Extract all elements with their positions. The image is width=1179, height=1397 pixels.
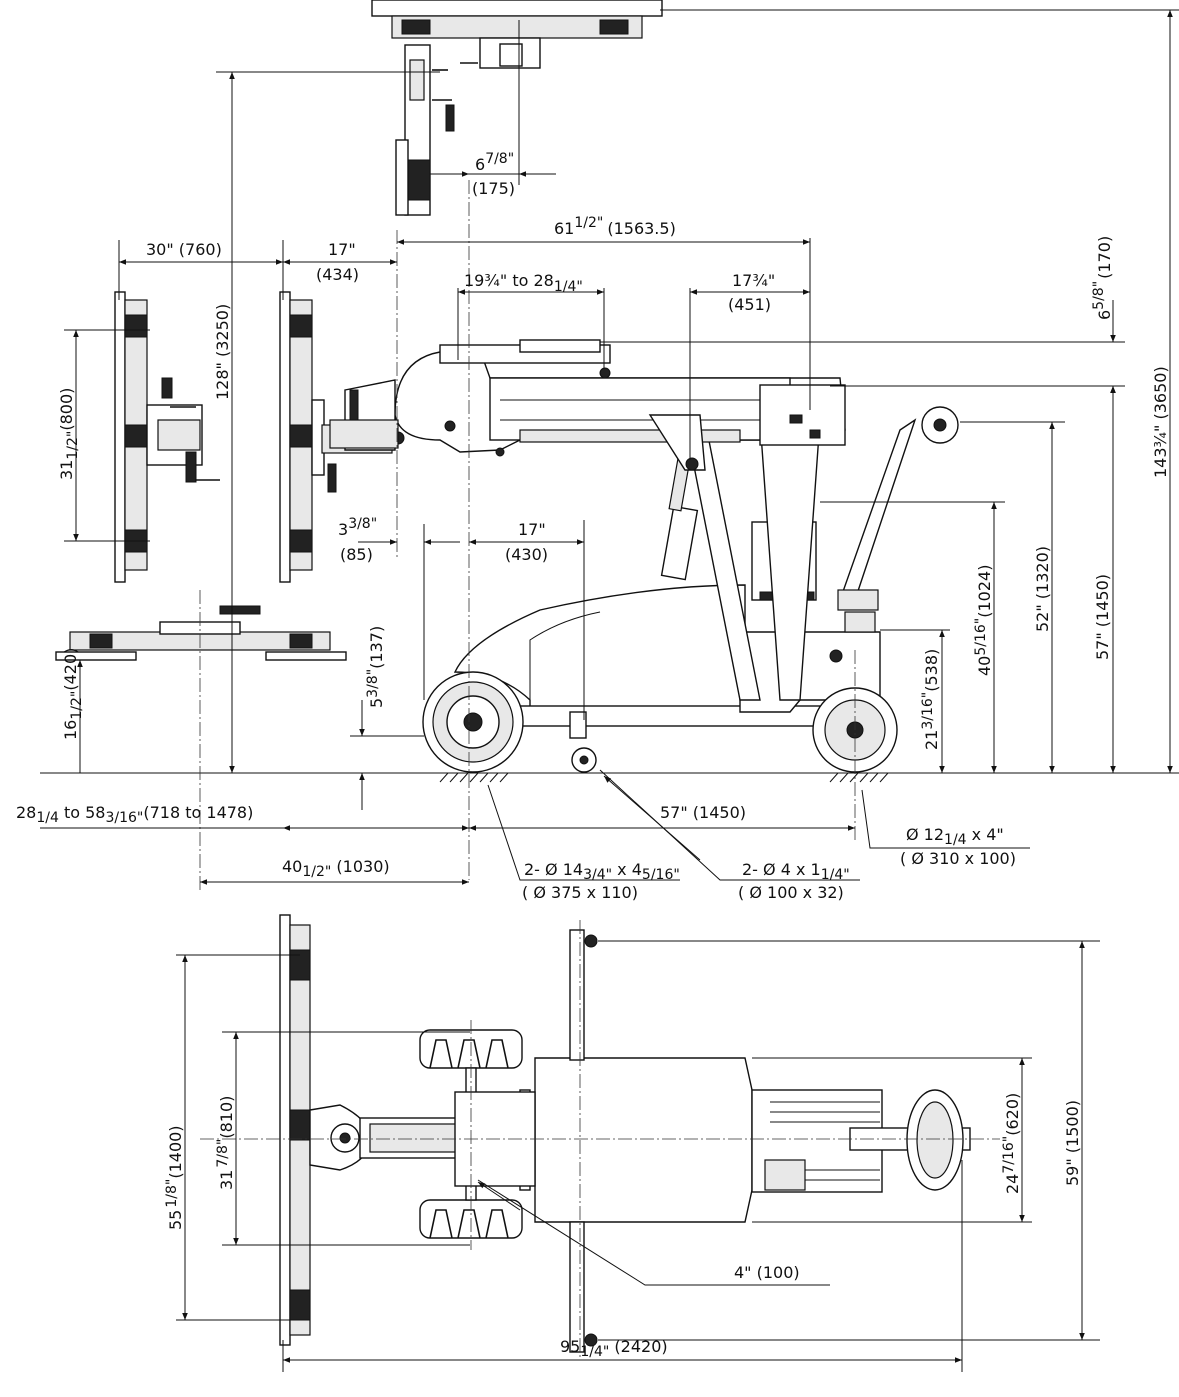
dim-17-434: 17" xyxy=(328,240,356,259)
dim-24-7-16: 247/16"(620) xyxy=(1001,1093,1022,1194)
dim-143-3-4: 143¾" (3650) xyxy=(1151,366,1170,478)
dim-31-1-2: 311/2"(800) xyxy=(57,388,81,480)
ground-hatch-rear xyxy=(829,772,889,783)
dim-55-1-8: 551/8"(1400) xyxy=(164,1125,185,1230)
dim-19-28: 19¾" to 281/4" xyxy=(464,271,583,295)
dim-3-3-8: 33/8" xyxy=(338,516,377,539)
dim-40-1-2: 401/2" (1030) xyxy=(282,857,390,880)
dim-61-1-2: 611/2"(1563.5) xyxy=(554,215,676,238)
dim-caster-wheel-mm: ( Ø 100 x 32) xyxy=(738,883,844,902)
dim-front-wheel-size: 2- Ø 143/4" x 45/16" xyxy=(524,860,680,883)
dim-17-3-4-mm: (451) xyxy=(728,295,771,314)
dim-5-3-8: 53/8"(137) xyxy=(365,626,386,708)
caster-wheel xyxy=(569,711,597,773)
front-wheel xyxy=(422,671,524,773)
dim-128-3250: 128" (3250) xyxy=(213,304,232,400)
dim-31-7-8: 317/8"(810) xyxy=(215,1096,236,1190)
dim-30-760: 30" (760) xyxy=(146,240,222,259)
dim-rear-wheel-mm: ( Ø 310 x 100) xyxy=(900,849,1016,868)
dim-59-1500: 59" (1500) xyxy=(1063,1100,1082,1186)
dim-3-3-8-mm: (85) xyxy=(340,545,373,564)
dim-40-5-16: 405/16"(1024) xyxy=(973,565,994,676)
dim-6-5-8: 65/8"(170) xyxy=(1091,236,1114,320)
dim-17-434-mm: (434) xyxy=(316,265,359,284)
suction-frame-horizontal xyxy=(55,605,347,661)
dim-4-100: 4" (100) xyxy=(734,1263,800,1282)
top-view: 551/8"(1400) 317/8"(810) 247/16"(620) 59… xyxy=(164,914,1100,1372)
dim-21-3-16: 213/16"(538) xyxy=(920,649,941,750)
dim-caster-wheel-size: 2- Ø 4 x 11/4" xyxy=(742,860,850,883)
ground-hatch-front xyxy=(439,772,509,783)
dim-52-1320: 52" (1320) xyxy=(1033,546,1052,632)
dim-6-7-8-mm: (175) xyxy=(472,179,515,198)
dim-28-to-58: 281/4 to 583/16"(718 to 1478) xyxy=(16,803,253,826)
suction-frame-raised xyxy=(371,0,663,69)
dim-front-wheel-mm: ( Ø 375 x 110) xyxy=(522,883,638,902)
boom-arm-raised xyxy=(395,44,478,216)
suction-frame-left-vertical xyxy=(114,291,220,583)
machine-body xyxy=(453,394,959,727)
dim-57-1450-horizontal: 57" (1450) xyxy=(660,803,746,822)
dim-17-430-mm: (430) xyxy=(505,545,548,564)
dim-rear-wheel-size: Ø 121/4 x 4" xyxy=(906,825,1004,848)
side-view: 67/8" (175) 611/2"(1563.5) 30" (760) 17"… xyxy=(16,0,1179,902)
main-boom xyxy=(327,339,846,493)
dim-17-430: 17" xyxy=(518,520,546,539)
dim-57-1450-vertical: 57" (1450) xyxy=(1093,574,1112,660)
dim-17-3-4: 17¾" xyxy=(732,271,775,290)
dim-16-1-2: 161/2"(420) xyxy=(61,648,85,740)
dim-6-7-8: 67/8" xyxy=(475,151,514,174)
dim-95-1-4: 951/4" (2420) xyxy=(560,1337,668,1360)
